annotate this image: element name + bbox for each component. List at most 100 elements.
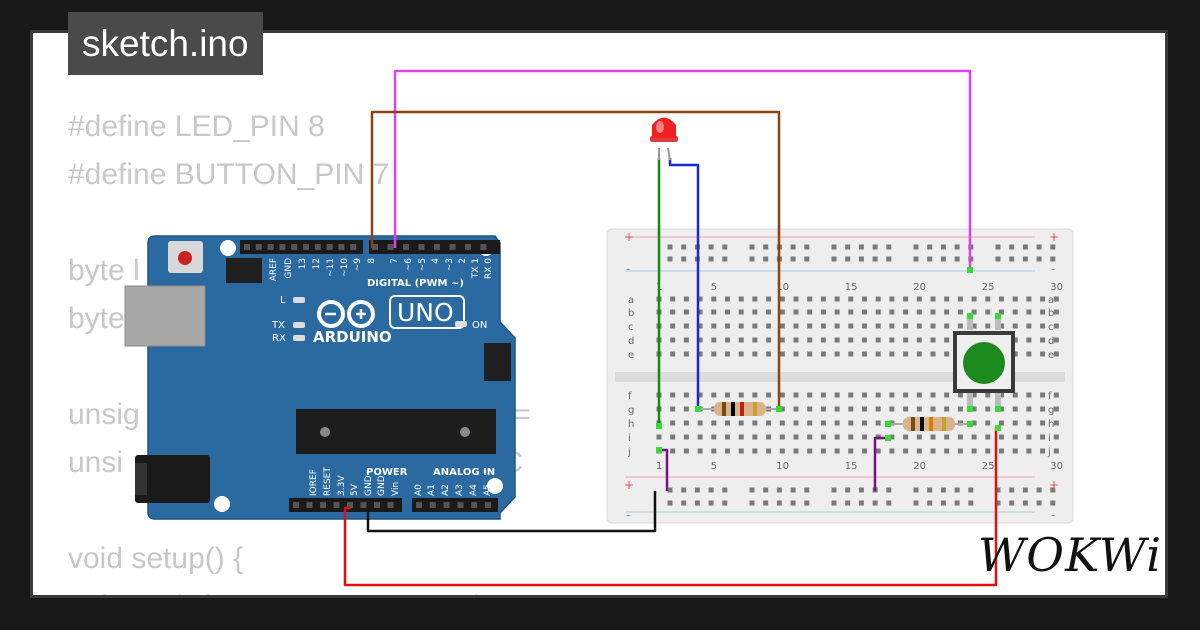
- breadboard-hole[interactable]: [848, 337, 854, 343]
- breadboard-hole[interactable]: [793, 448, 799, 454]
- rail-hole[interactable]: [1022, 244, 1028, 250]
- breadboard-hole[interactable]: [683, 434, 689, 440]
- resistor-led[interactable]: [698, 402, 779, 416]
- breadboard-hole[interactable]: [985, 448, 991, 454]
- breadboard-hole[interactable]: [1053, 296, 1059, 302]
- breadboard-hole[interactable]: [1040, 351, 1046, 357]
- breadboard-hole[interactable]: [807, 309, 813, 315]
- rail-hole[interactable]: [845, 244, 851, 250]
- breadboard-hole[interactable]: [903, 296, 909, 302]
- breadboard-hole[interactable]: [875, 323, 881, 329]
- breadboard-hole[interactable]: [807, 323, 813, 329]
- breadboard-hole[interactable]: [848, 351, 854, 357]
- breadboard-hole[interactable]: [944, 309, 950, 315]
- code-line[interactable]: byte l: [68, 254, 140, 287]
- breadboard-hole[interactable]: [738, 337, 744, 343]
- breadboard-hole[interactable]: [985, 309, 991, 315]
- rail-hole[interactable]: [681, 244, 687, 250]
- rail-hole[interactable]: [831, 256, 837, 262]
- breadboard-hole[interactable]: [944, 337, 950, 343]
- breadboard-hole[interactable]: [820, 434, 826, 440]
- breadboard-hole[interactable]: [1040, 309, 1046, 315]
- breadboard-hole[interactable]: [1026, 309, 1032, 315]
- breadboard-hole[interactable]: [807, 337, 813, 343]
- rail-hole[interactable]: [1022, 256, 1028, 262]
- breadboard-hole[interactable]: [793, 392, 799, 398]
- breadboard-hole[interactable]: [875, 420, 881, 426]
- rail-hole[interactable]: [954, 487, 960, 493]
- rail-hole[interactable]: [776, 500, 782, 506]
- rail-hole[interactable]: [1036, 500, 1042, 506]
- breadboard-hole[interactable]: [683, 351, 689, 357]
- breadboard-hole[interactable]: [697, 323, 703, 329]
- rail-hole[interactable]: [667, 256, 673, 262]
- rail-hole[interactable]: [858, 487, 864, 493]
- breadboard-hole[interactable]: [848, 434, 854, 440]
- rail-hole[interactable]: [1036, 244, 1042, 250]
- breadboard-hole[interactable]: [670, 448, 676, 454]
- breadboard-hole[interactable]: [985, 434, 991, 440]
- breadboard-hole[interactable]: [889, 392, 895, 398]
- breadboard-hole[interactable]: [793, 337, 799, 343]
- breadboard-hole[interactable]: [697, 296, 703, 302]
- breadboard-hole[interactable]: [930, 323, 936, 329]
- rail-hole[interactable]: [913, 244, 919, 250]
- breadboard-hole[interactable]: [1040, 323, 1046, 329]
- breadboard-hole[interactable]: [903, 337, 909, 343]
- rail-hole[interactable]: [1050, 244, 1056, 250]
- breadboard-hole[interactable]: [1040, 337, 1046, 343]
- breadboard-hole[interactable]: [711, 420, 717, 426]
- breadboard-hole[interactable]: [711, 351, 717, 357]
- code-line[interactable]: pinMode(LED_PIN, OUTPUT);: [68, 583, 531, 595]
- breadboard-hole[interactable]: [1053, 337, 1059, 343]
- breadboard-hole[interactable]: [862, 309, 867, 315]
- breadboard-hole[interactable]: [862, 351, 867, 357]
- breadboard-hole[interactable]: [697, 337, 703, 343]
- rail-hole[interactable]: [995, 256, 1001, 262]
- rail-hole[interactable]: [954, 256, 960, 262]
- rail-hole[interactable]: [927, 500, 933, 506]
- rail-hole[interactable]: [927, 256, 933, 262]
- rail-hole[interactable]: [927, 487, 933, 493]
- breadboard-hole[interactable]: [971, 323, 977, 329]
- breadboard-hole[interactable]: [807, 392, 813, 398]
- breadboard-hole[interactable]: [670, 323, 676, 329]
- breadboard-hole[interactable]: [683, 323, 689, 329]
- breadboard-hole[interactable]: [1026, 434, 1032, 440]
- rail-hole[interactable]: [790, 500, 796, 506]
- breadboard-hole[interactable]: [834, 406, 840, 412]
- breadboard-hole[interactable]: [1053, 420, 1059, 426]
- breadboard-hole[interactable]: [807, 448, 813, 454]
- breadboard-hole[interactable]: [889, 309, 895, 315]
- breadboard-hole[interactable]: [779, 434, 785, 440]
- breadboard-hole[interactable]: [725, 392, 730, 398]
- rail-hole[interactable]: [722, 244, 728, 250]
- breadboard-hole[interactable]: [820, 309, 826, 315]
- breadboard-hole[interactable]: [930, 406, 936, 412]
- breadboard-hole[interactable]: [1012, 296, 1018, 302]
- breadboard-hole[interactable]: [820, 337, 826, 343]
- code-line[interactable]: #define BUTTON_PIN 7: [68, 158, 390, 191]
- rail-hole[interactable]: [872, 256, 878, 262]
- breadboard-hole[interactable]: [930, 337, 936, 343]
- breadboard-hole[interactable]: [670, 309, 676, 315]
- breadboard-hole[interactable]: [930, 448, 936, 454]
- breadboard-hole[interactable]: [683, 406, 689, 412]
- rail-hole[interactable]: [804, 500, 810, 506]
- breadboard-hole[interactable]: [711, 337, 717, 343]
- breadboard-hole[interactable]: [999, 296, 1004, 302]
- breadboard-hole[interactable]: [862, 296, 867, 302]
- rail-hole[interactable]: [913, 256, 919, 262]
- breadboard-hole[interactable]: [985, 323, 991, 329]
- breadboard-hole[interactable]: [889, 337, 895, 343]
- rail-hole[interactable]: [804, 244, 810, 250]
- breadboard-hole[interactable]: [903, 448, 909, 454]
- breadboard-hole[interactable]: [875, 296, 881, 302]
- breadboard-hole[interactable]: [1026, 420, 1032, 426]
- breadboard-hole[interactable]: [697, 434, 703, 440]
- breadboard-hole[interactable]: [889, 323, 895, 329]
- breadboard-hole[interactable]: [862, 323, 867, 329]
- breadboard-hole[interactable]: [1012, 351, 1018, 357]
- breadboard-hole[interactable]: [738, 296, 744, 302]
- breadboard-hole[interactable]: [779, 309, 785, 315]
